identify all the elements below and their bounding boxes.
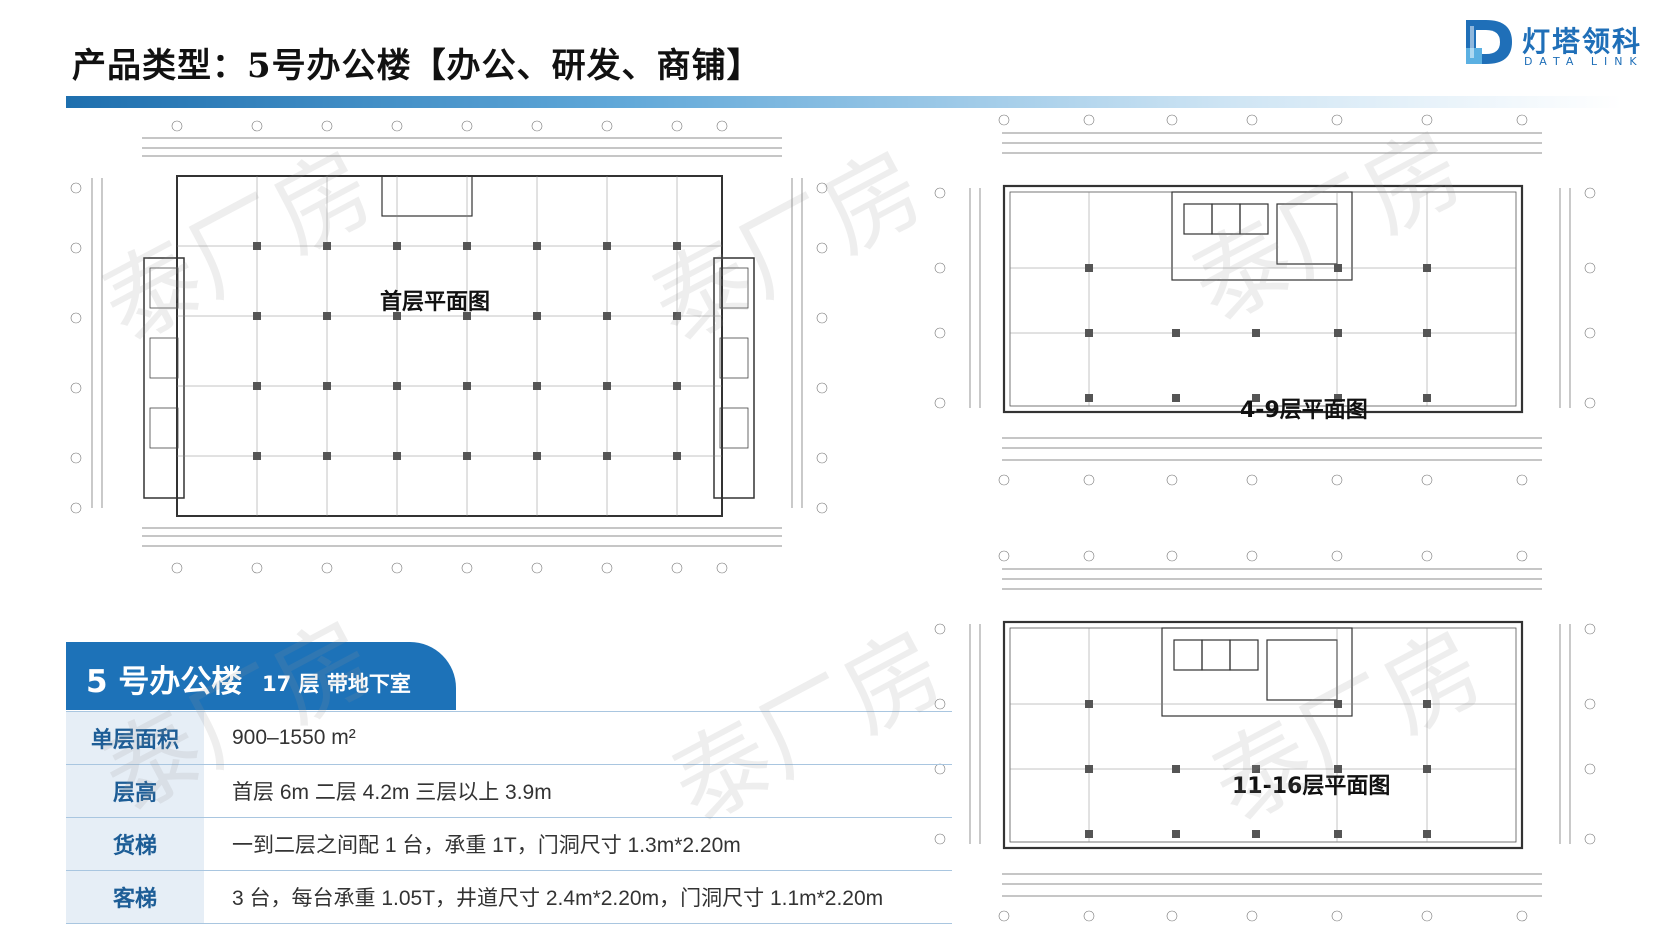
banner-title: 5 号办公楼 xyxy=(86,664,243,700)
company-logo: 灯塔领科 DATA LINK xyxy=(1462,18,1652,68)
spec-row-passenger-elevator: 客梯 3 台，每台承重 1.05T，井道尺寸 2.4m*2.20m，门洞尺寸 1… xyxy=(66,871,952,924)
ground-floor-plan: 首层平面图 xyxy=(62,108,842,618)
spec-row-floor-height: 层高 首层 6m 二层 4.2m 三层以上 3.9m xyxy=(66,765,952,818)
floors-11-16-plan: 11-16层平面图 xyxy=(922,544,1612,934)
specs-table: 单层面积 900–1550 m² 层高 首层 6m 二层 4.2m 三层以上 3… xyxy=(66,711,952,924)
spec-row-floor-area: 单层面积 900–1550 m² xyxy=(66,711,952,765)
data-link-logo-icon xyxy=(1466,20,1512,64)
building-banner: 5 号办公楼 17 层 带地下室 xyxy=(66,642,456,710)
banner-subtitle: 17 层 带地下室 xyxy=(262,672,411,696)
floors-4-9-plan: 4-9层平面图 xyxy=(922,108,1612,498)
spec-label: 货梯 xyxy=(66,818,204,870)
ground-floor-drawing xyxy=(70,120,828,574)
header-divider-bar xyxy=(66,96,1622,108)
spec-row-freight-elevator: 货梯 一到二层之间配 1 台，承重 1T，门洞尺寸 1.3m*2.20m xyxy=(66,818,952,871)
spec-value: 首层 6m 二层 4.2m 三层以上 3.9m xyxy=(232,781,552,804)
spec-value: 一到二层之间配 1 台，承重 1T，门洞尺寸 1.3m*2.20m xyxy=(232,834,741,857)
spec-value: 3 台，每台承重 1.05T，井道尺寸 2.4m*2.20m，门洞尺寸 1.1m… xyxy=(232,887,884,910)
floors-11-16-plan-label: 11-16层平面图 xyxy=(1232,774,1391,799)
spec-label: 客梯 xyxy=(66,871,204,923)
spec-label: 单层面积 xyxy=(66,712,204,764)
floors-11-16-drawing xyxy=(934,550,1596,922)
ground-floor-plan-label: 首层平面图 xyxy=(380,290,491,315)
floors-4-9-plan-label: 4-9层平面图 xyxy=(1240,398,1368,423)
logo-name-en: DATA LINK xyxy=(1524,55,1644,68)
page-title: 产品类型：5号办公楼【办公、研发、商铺】 xyxy=(72,46,762,86)
logo-name-cn: 灯塔领科 xyxy=(1522,25,1643,58)
spec-value: 900–1550 m² xyxy=(232,726,356,749)
spec-label: 层高 xyxy=(66,765,204,817)
floors-4-9-drawing xyxy=(934,114,1596,486)
